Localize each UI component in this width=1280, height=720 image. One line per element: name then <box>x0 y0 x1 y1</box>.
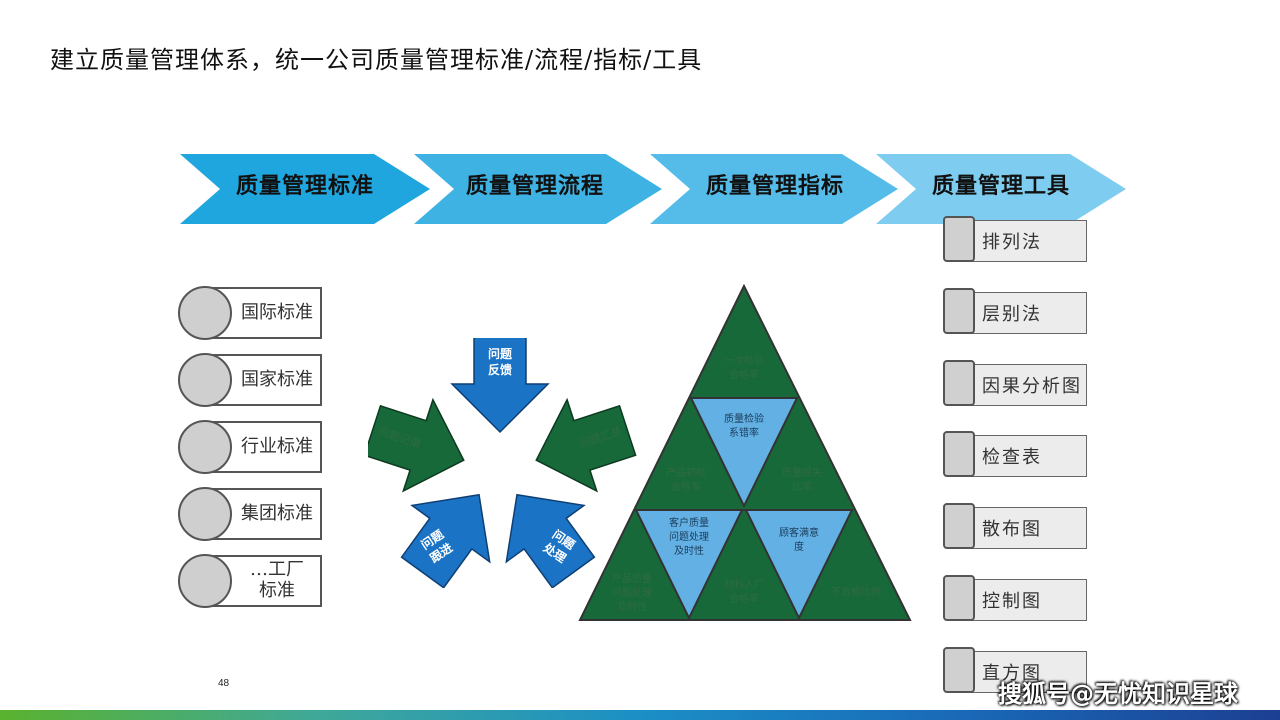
circle-icon <box>178 286 232 340</box>
tool-item: 检查表 <box>943 431 1089 477</box>
tab-icon <box>943 575 975 621</box>
tool-item: 排列法 <box>943 216 1089 262</box>
process-cycle-star: 问题 反馈 问题汇总 问题 处理 问题 跟进 问题记录 <box>368 338 638 588</box>
standard-label: 集团标准 <box>241 502 313 524</box>
indicator-pyramid: 一次检验 合格率 质量检验 系错率 产品初检 合格率 质量损失 比率 客户质量 … <box>578 284 912 621</box>
pyramid-label-inv2-left: 问题处理 <box>669 530 709 543</box>
tool-item: 散布图 <box>943 503 1089 549</box>
standard-label: 国际标准 <box>241 301 313 323</box>
pyramid-label-row2-right: 质量损失 <box>782 466 822 479</box>
arrow-label: 反馈 <box>488 362 512 377</box>
chevron-label-indicator: 质量管理指标 <box>706 173 845 199</box>
pyramid-label-inv2-left: 客户质量 <box>669 516 709 529</box>
footer-gradient-bar <box>0 710 1280 720</box>
tab-icon <box>943 288 975 334</box>
tool-item: 因果分析图 <box>943 360 1089 406</box>
pyramid-label-row3-left: 产品质量 <box>612 572 652 585</box>
watermark: 搜狐号@无忧知识星球 <box>998 680 1238 708</box>
pyramid-label-row3-left: 及时性 <box>617 600 647 613</box>
standard-item: 国家标准 <box>178 353 348 410</box>
circle-icon <box>178 554 232 608</box>
standard-label: …工厂标准 <box>250 559 304 601</box>
tool-item: 控制图 <box>943 575 1089 621</box>
arrow-label: 问题 <box>488 346 513 361</box>
chevron-tools <box>876 154 1126 224</box>
circle-icon <box>178 487 232 541</box>
tool-label: 因果分析图 <box>982 376 1082 397</box>
circle-icon <box>178 420 232 474</box>
arrow-followup: 问题 跟进 <box>383 465 519 588</box>
tab-icon <box>943 431 975 477</box>
pyramid-label-row3-right: 不合格比例 <box>831 585 881 598</box>
chevron-label-standard: 质量管理标准 <box>236 173 375 199</box>
circle-icon <box>178 353 232 407</box>
page-number: 48 <box>218 678 230 689</box>
pyramid-label-inv2-right: 顾客满意 <box>779 526 819 539</box>
tab-icon <box>943 360 975 406</box>
pyramid-label-row2-left: 产品初检 <box>666 466 706 479</box>
page-title: 建立质量管理体系，统一公司质量管理标准/流程/指标/工具 <box>50 46 703 74</box>
pyramid-label-inv2-right: 度 <box>794 540 804 553</box>
tool-item: 层别法 <box>943 288 1089 334</box>
pyramid-label-inv1: 系错率 <box>729 426 759 439</box>
tool-label: 检查表 <box>982 447 1042 468</box>
standard-item: 集团标准 <box>178 487 348 544</box>
standard-item: 国际标准 <box>178 286 348 343</box>
tab-icon <box>943 216 975 262</box>
chevron-row <box>180 154 1126 224</box>
tool-label: 层别法 <box>982 304 1042 325</box>
arrow-handle: 问题 处理 <box>477 465 613 588</box>
tool-label: 排列法 <box>982 232 1042 253</box>
pyramid-label-top: 一次检验 <box>724 354 764 367</box>
chevron-label-tools: 质量管理工具 <box>932 173 1071 199</box>
pyramid-label-inv2-left: 及时性 <box>674 544 704 557</box>
pyramid-label-row3-mid: 合格率 <box>729 592 759 605</box>
chevron-label-process: 质量管理流程 <box>466 173 605 199</box>
standard-item: …工厂标准 <box>178 554 348 611</box>
standard-item: 行业标准 <box>178 420 348 477</box>
pyramid-label-row3-mid: 材料入厂 <box>724 578 764 591</box>
pyramid-label-row2-left: 合格率 <box>671 480 701 493</box>
arrow-feedback: 问题 反馈 <box>451 338 549 433</box>
chevron-standard <box>180 154 430 224</box>
arrow-summary: 问题汇总 <box>520 384 638 507</box>
standard-label: 行业标准 <box>241 435 313 457</box>
chevron-process <box>414 154 662 224</box>
tool-label: 直方图 <box>982 663 1042 684</box>
pyramid-label-row2-right: 比率 <box>792 480 812 493</box>
pyramid-label-top: 合格率 <box>729 368 759 381</box>
standard-label: 国家标准 <box>241 368 313 390</box>
tool-label: 散布图 <box>982 519 1042 540</box>
pyramid-label-inv1: 质量检验 <box>724 412 764 425</box>
chevron-indicator <box>650 154 898 224</box>
tab-icon <box>943 503 975 549</box>
pyramid-label-row3-left: 问题处理 <box>612 586 652 599</box>
tool-item: 直方图 <box>943 647 1089 693</box>
arrow-record: 问题记录 <box>368 384 480 507</box>
tab-icon <box>943 647 975 693</box>
tool-label: 控制图 <box>982 591 1042 612</box>
